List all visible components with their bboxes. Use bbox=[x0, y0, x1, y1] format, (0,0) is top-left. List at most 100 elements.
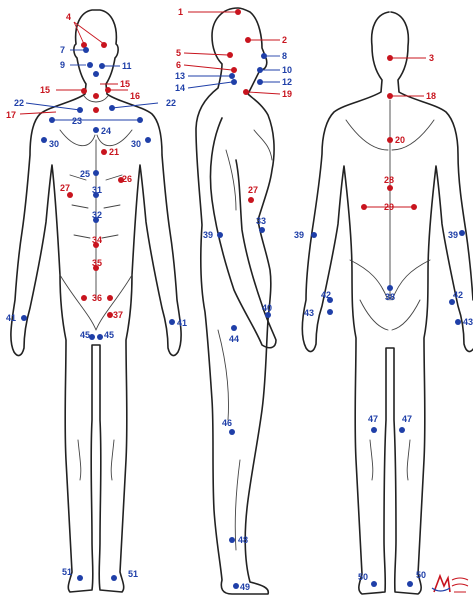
point-23-right bbox=[137, 117, 143, 123]
point-10 bbox=[257, 67, 263, 73]
label-37: 37 bbox=[113, 310, 123, 320]
label-26: 26 bbox=[122, 174, 132, 184]
point-15-left bbox=[81, 88, 87, 94]
label-39-side: 39 bbox=[203, 230, 213, 240]
label-10: 10 bbox=[282, 65, 292, 75]
label-29: 29 bbox=[384, 202, 394, 212]
label-30-left: 30 bbox=[49, 139, 59, 149]
point-6 bbox=[231, 67, 237, 73]
label-25: 25 bbox=[80, 169, 90, 179]
label-18: 18 bbox=[426, 91, 436, 101]
label-30-right: 30 bbox=[131, 139, 141, 149]
point-51-left bbox=[77, 575, 83, 581]
label-17: 17 bbox=[6, 110, 16, 120]
point-23-left bbox=[49, 117, 55, 123]
label-33: 33 bbox=[256, 216, 266, 226]
point-16 bbox=[93, 93, 99, 99]
label-47-right: 47 bbox=[402, 414, 412, 424]
back-figure bbox=[302, 12, 473, 594]
label-12: 12 bbox=[282, 77, 292, 87]
point-39-back-left bbox=[311, 232, 317, 238]
label-36: 36 bbox=[92, 293, 102, 303]
label-24: 24 bbox=[101, 126, 111, 136]
point-49 bbox=[233, 583, 239, 589]
label-9: 9 bbox=[60, 60, 65, 70]
point-41-right bbox=[169, 319, 175, 325]
label-28: 28 bbox=[384, 175, 394, 185]
point-39-side bbox=[217, 232, 223, 238]
label-43-right: 43 bbox=[463, 317, 473, 327]
point-50-right bbox=[407, 581, 413, 587]
label-21: 21 bbox=[109, 147, 119, 157]
label-23: 23 bbox=[72, 116, 82, 126]
label-6: 6 bbox=[176, 60, 181, 70]
point-3 bbox=[387, 55, 393, 61]
label-14: 14 bbox=[175, 83, 185, 93]
point-12 bbox=[257, 79, 263, 85]
label-5: 5 bbox=[176, 48, 181, 58]
point-7 bbox=[83, 47, 89, 53]
point-48 bbox=[229, 537, 235, 543]
point-8 bbox=[261, 53, 267, 59]
point-18 bbox=[387, 93, 393, 99]
label-7: 7 bbox=[60, 45, 65, 55]
label-22-left: 22 bbox=[14, 98, 24, 108]
label-42-right: 42 bbox=[453, 290, 463, 300]
label-19: 19 bbox=[282, 89, 292, 99]
label-4: 4 bbox=[66, 12, 71, 22]
label-3: 3 bbox=[429, 53, 434, 63]
label-1: 1 bbox=[178, 7, 183, 17]
point-47-right bbox=[399, 427, 405, 433]
label-22-right: 22 bbox=[166, 98, 176, 108]
point-41-left bbox=[21, 315, 27, 321]
point-28 bbox=[387, 185, 393, 191]
point-45-right bbox=[97, 334, 103, 340]
point-47-left bbox=[371, 427, 377, 433]
point-25 bbox=[93, 170, 99, 176]
point-11 bbox=[99, 63, 105, 69]
point-13 bbox=[229, 73, 235, 79]
label-15-left: 15 bbox=[40, 85, 50, 95]
label-13: 13 bbox=[175, 71, 185, 81]
bel-arte-logo bbox=[430, 570, 470, 596]
point-36-right bbox=[107, 295, 113, 301]
label-44: 44 bbox=[229, 334, 239, 344]
label-42-left: 42 bbox=[321, 290, 331, 300]
point-17 bbox=[93, 107, 99, 113]
label-8: 8 bbox=[282, 51, 287, 61]
side-muscle-lines bbox=[218, 130, 272, 550]
point-22-right bbox=[109, 105, 115, 111]
point-24 bbox=[93, 127, 99, 133]
point-21 bbox=[101, 149, 107, 155]
label-51-right: 51 bbox=[128, 569, 138, 579]
point-46 bbox=[229, 429, 235, 435]
label-48: 48 bbox=[238, 535, 248, 545]
point-30-right bbox=[145, 137, 151, 143]
point-20 bbox=[387, 137, 393, 143]
label-51-left: 51 bbox=[62, 567, 72, 577]
label-15-right: 15 bbox=[120, 79, 130, 89]
label-2: 2 bbox=[282, 35, 287, 45]
label-40: 40 bbox=[262, 303, 272, 313]
point-38 bbox=[387, 285, 393, 291]
label-20: 20 bbox=[395, 135, 405, 145]
point-39-back-right bbox=[459, 230, 465, 236]
point-9 bbox=[87, 62, 93, 68]
label-34: 34 bbox=[92, 235, 102, 245]
label-45-left: 45 bbox=[80, 330, 90, 340]
point-mid-face bbox=[93, 71, 99, 77]
point-30-left bbox=[41, 137, 47, 143]
back-body-outline bbox=[302, 12, 473, 594]
front-muscle-lines bbox=[60, 96, 132, 480]
label-46: 46 bbox=[222, 418, 232, 428]
label-50-right: 50 bbox=[416, 570, 426, 580]
label-27-side: 27 bbox=[248, 185, 258, 195]
point-44 bbox=[231, 325, 237, 331]
point-19 bbox=[243, 89, 249, 95]
label-47-left: 47 bbox=[368, 414, 378, 424]
point-2 bbox=[245, 37, 251, 43]
label-27-front: 27 bbox=[60, 183, 70, 193]
point-14 bbox=[231, 79, 237, 85]
point-15-right bbox=[105, 87, 111, 93]
